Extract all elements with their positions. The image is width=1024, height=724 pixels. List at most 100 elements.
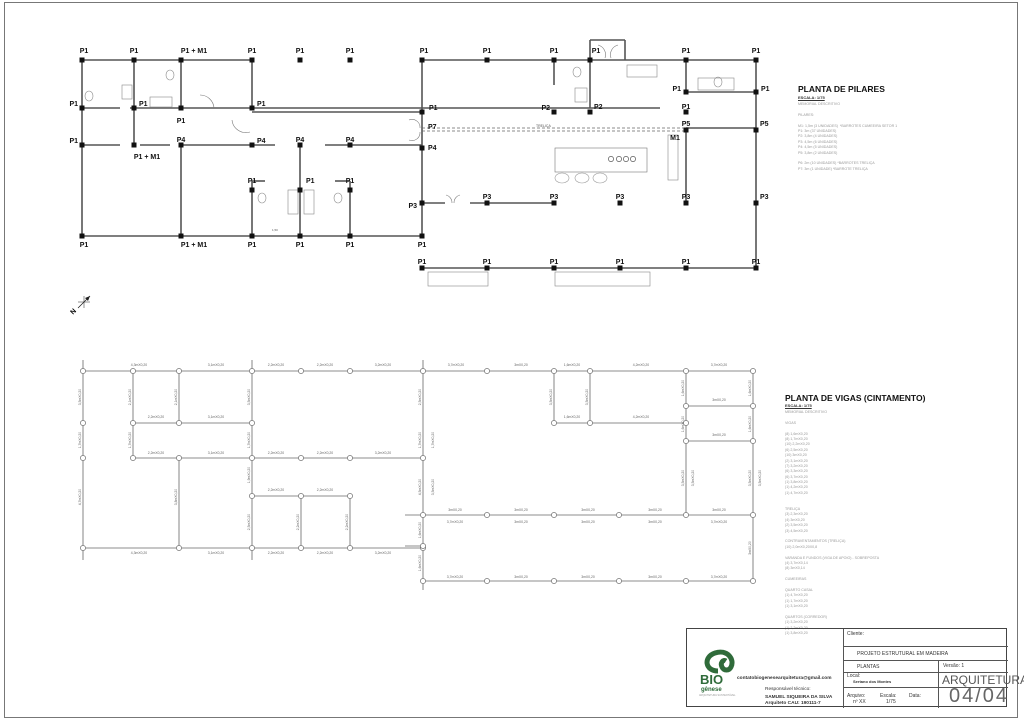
beam-dimension-label: 3,5mX0,20 (431, 479, 435, 496)
memorial-line: (1) 3,8mX0,20 (785, 631, 808, 636)
pillar-label: P2 (541, 105, 550, 112)
pillar (297, 233, 303, 239)
beam-dimension-label: 3mX0,20 (581, 508, 595, 512)
svg-text:ARQUITETURA SUSTENTÁVEL: ARQUITETURA SUSTENTÁVEL (699, 694, 736, 697)
beam-dimension-label: 1,7mX0,20 (247, 432, 251, 449)
pillar (587, 109, 593, 115)
beam-node (176, 545, 182, 551)
svg-text:gênese: gênese (701, 687, 722, 693)
location-label: Local: (847, 673, 861, 679)
beam-node (683, 403, 689, 409)
pillar-label: P4 (177, 137, 186, 144)
file-value: nº XX (853, 699, 866, 705)
pillar (551, 265, 557, 271)
beam-node (249, 545, 255, 551)
pillar-label: P1 (761, 86, 770, 93)
beam-dimension-label: 3,2mX0,20 (375, 551, 392, 555)
pillar (347, 57, 353, 63)
beam-dimension-label: 1,7mX0,20 (431, 432, 435, 449)
memorial-line: CUMEEIRAS (785, 577, 807, 582)
memorial-line: (6) 3,3mX0,20 (785, 469, 808, 474)
memorial-line: (2) 3,5mX0,20 (785, 523, 808, 528)
pillar (79, 57, 85, 63)
pillar (79, 142, 85, 148)
fixture (697, 77, 735, 91)
pillar-label: P5 (682, 121, 691, 128)
beam-node (249, 455, 255, 461)
pillar (178, 57, 184, 63)
memorial-line: (1) 4,7mX0,20 (785, 490, 808, 495)
beam-dimension-label: 2,5mX0,20 (247, 514, 251, 531)
pillar-label: P1 (752, 48, 761, 55)
sheet-frame (4, 2, 1018, 718)
beam-node (683, 512, 689, 518)
beam-dimension-label: 2,2mX0,20 (317, 363, 334, 367)
memorial-line: PILARES: (798, 112, 815, 117)
beam-plan-scale: ESCALA: 1/75 (785, 403, 812, 408)
beam-dimension-label: 3mX0,20 (448, 508, 462, 512)
pillar (79, 105, 85, 111)
toilet (84, 90, 94, 102)
pillar-label: P1 (483, 259, 492, 266)
beam-dimension-label: 2,2mX0,20 (268, 488, 285, 492)
beam-dimension-label: 2,2mX0,20 (268, 363, 285, 367)
pillar (753, 89, 759, 95)
fixture (667, 134, 679, 181)
pillar (249, 142, 255, 148)
beam-dimension-label: 3,7mX0,20 (711, 363, 728, 367)
kitchen-island (554, 147, 648, 173)
beam-dimension-label: 3,1mX0,20 (208, 363, 225, 367)
client-label: Cliente: (847, 631, 864, 637)
beam-dimension-label: 1,6mX0,20 (748, 416, 752, 433)
beam-dimension-label: 2,1mX0,20 (128, 389, 132, 406)
pillar-label: P1 (130, 48, 139, 55)
door-swing (597, 44, 606, 59)
door-swing (445, 194, 453, 204)
beam-dimension-label: 3mX0,20 (514, 520, 528, 524)
beam-dimension-label: 3,7mX0,20 (447, 575, 464, 579)
beam-dimension-label: 3,5mX0,20 (691, 470, 695, 487)
memorial-line: (1) 3,1mX0,20 (785, 604, 808, 609)
pillar (131, 57, 137, 63)
beam-node (298, 368, 304, 374)
beam-dimension-label: 3,5mX0,20 (681, 470, 685, 487)
pillar-label: P1 (550, 48, 559, 55)
beam-dimension-label: 3,2mX0,20 (375, 451, 392, 455)
pillar (419, 233, 425, 239)
door-swing (231, 119, 251, 133)
beam-node (130, 368, 136, 374)
pillar-label: P1 (296, 48, 305, 55)
pillar (617, 200, 623, 206)
pillar-label: P1 (672, 86, 681, 93)
beam-dimension-label: 4,2mX0,20 (633, 363, 650, 367)
memorial-line: CONTRAVENTAMENTOS (TRELIÇA) (785, 539, 846, 544)
memorial-line: P6: 2m (10 UNIDADES) *BARROTES TRELIÇA (798, 161, 875, 166)
beam-dimension-label: 3,7mX0,20 (447, 520, 464, 524)
pillar (683, 265, 689, 271)
memorial-line: (1) 4,2mX0,20 (785, 485, 808, 490)
north-arrow: N (69, 295, 91, 317)
pillar (249, 233, 255, 239)
beam-dimension-label: 1,7mX0,20 (418, 432, 422, 449)
sink (303, 189, 315, 215)
pillar-plan-scale: ESCALA: 1/75 (798, 95, 825, 100)
memorial-line: (3) 4,5mX0,20 (785, 528, 808, 533)
pillar (484, 57, 490, 63)
pillar (484, 265, 490, 271)
memorial-line: P2: 3,8m (4 UNIDADES) (798, 134, 838, 139)
pillar-label: P1 (682, 104, 691, 111)
pillar (419, 200, 425, 206)
cooktop-burner (623, 156, 629, 162)
beam-node (420, 455, 426, 461)
beam-dimension-label: 2,1mX0,20 (174, 389, 178, 406)
pillar-label: P2 (594, 104, 603, 111)
beam-node (347, 368, 353, 374)
beam-dimension-label: 3,2mX0,20 (375, 363, 392, 367)
cooktop-burner (608, 156, 614, 162)
memorial-line: (4) 3mX0,20 (785, 517, 805, 522)
memorial-line: (10) 3mX0,20 (785, 453, 807, 458)
pillar (551, 57, 557, 63)
north-label: N (69, 308, 78, 317)
